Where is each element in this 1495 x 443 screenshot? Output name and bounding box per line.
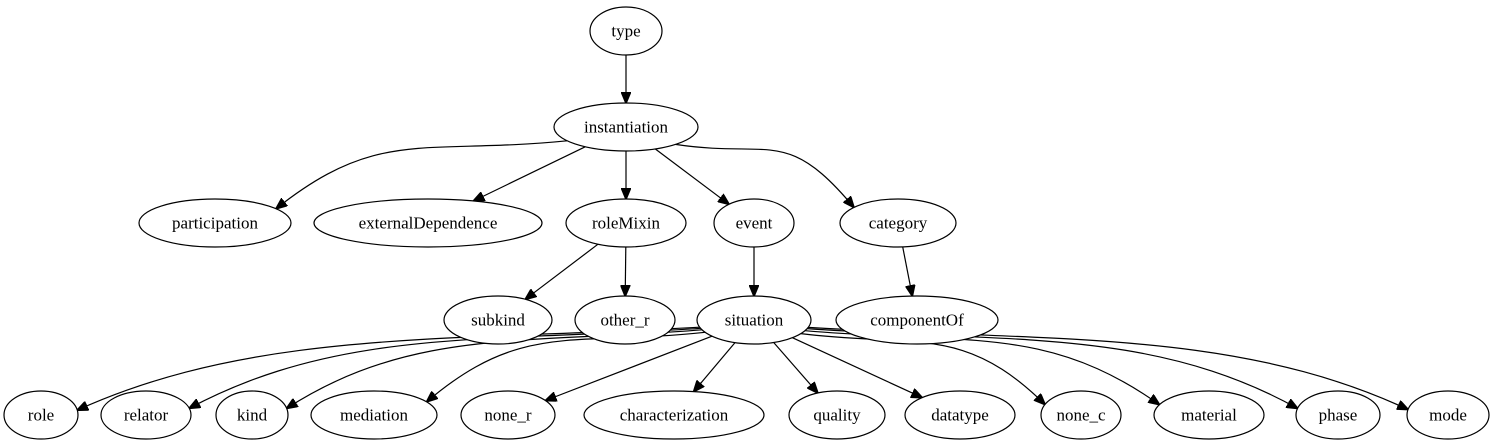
- node-other_r: other_r: [574, 295, 676, 345]
- edge-situation-to-quality: [773, 342, 818, 394]
- node-label: kind: [237, 406, 268, 425]
- node-label: datatype: [931, 406, 989, 425]
- node-label: relator: [124, 406, 169, 425]
- node-ellipse: [1153, 390, 1265, 440]
- node-situation: situation: [696, 295, 812, 345]
- node-componentOf: componentOf: [835, 295, 999, 345]
- node-label: subkind: [471, 311, 525, 330]
- node-ellipse: [565, 198, 687, 248]
- node-characterization: characterization: [583, 390, 765, 440]
- node-label: category: [869, 214, 928, 233]
- node-label: situation: [725, 311, 784, 330]
- node-none_r: none_r: [460, 390, 556, 440]
- node-ellipse: [839, 198, 957, 248]
- node-ellipse: [1040, 390, 1122, 440]
- edge-situation-to-datatype: [792, 337, 922, 398]
- node-participation: participation: [138, 198, 292, 248]
- edge-situation-to-characterization: [694, 342, 736, 392]
- node-mode: mode: [1406, 390, 1490, 440]
- node-quality: quality: [788, 390, 886, 440]
- node-ellipse: [3, 390, 79, 440]
- node-ellipse: [215, 390, 289, 440]
- node-category: category: [839, 198, 957, 248]
- node-ellipse: [904, 390, 1016, 440]
- node-label: quality: [813, 406, 861, 425]
- edge-category-to-componentOf: [902, 246, 913, 296]
- node-label: other_r: [600, 311, 649, 330]
- node-ellipse: [313, 198, 543, 248]
- nodes-layer: type instantiation participation externalDe…: [3, 6, 1490, 440]
- edge-instantiation-to-externalDependence: [473, 146, 586, 201]
- node-none_c: none_c: [1040, 390, 1122, 440]
- edge-instantiation-to-participation: [276, 140, 568, 209]
- node-ellipse: [788, 390, 886, 440]
- edge-roleMixin-to-subkind: [525, 243, 599, 299]
- node-label: phase: [1319, 406, 1358, 425]
- node-ellipse: [443, 295, 553, 345]
- node-ellipse: [460, 390, 556, 440]
- node-ellipse: [574, 295, 676, 345]
- node-datatype: datatype: [904, 390, 1016, 440]
- node-label: type: [611, 22, 640, 41]
- edge-roleMixin-to-other_r: [625, 246, 626, 296]
- node-label: material: [1181, 406, 1237, 425]
- node-label: participation: [172, 214, 258, 233]
- edge-instantiation-to-category: [675, 143, 854, 207]
- node-externalDependence: externalDependence: [313, 198, 543, 248]
- node-subkind: subkind: [443, 295, 553, 345]
- node-ellipse: [138, 198, 292, 248]
- node-ellipse: [310, 390, 438, 440]
- node-ellipse: [713, 198, 795, 248]
- node-event: event: [713, 198, 795, 248]
- node-label: mode: [1429, 406, 1467, 425]
- node-ellipse: [696, 295, 812, 345]
- node-relator: relator: [100, 390, 192, 440]
- node-ellipse: [589, 6, 663, 56]
- node-ellipse: [100, 390, 192, 440]
- edge-situation-to-none_c: [800, 333, 1045, 405]
- node-label: instantiation: [584, 118, 669, 137]
- edge-instantiation-to-event: [654, 148, 729, 204]
- node-material: material: [1153, 390, 1265, 440]
- node-kind: kind: [215, 390, 289, 440]
- node-label: none_c: [1056, 406, 1106, 425]
- node-label: mediation: [340, 406, 408, 425]
- node-ellipse: [553, 102, 699, 152]
- node-ellipse: [835, 295, 999, 345]
- node-label: event: [736, 214, 773, 233]
- node-role: role: [3, 390, 79, 440]
- node-ellipse: [1406, 390, 1490, 440]
- node-ellipse: [1295, 390, 1381, 440]
- node-label: roleMixin: [592, 214, 660, 233]
- node-mediation: mediation: [310, 390, 438, 440]
- node-label: none_r: [484, 406, 532, 425]
- node-label: externalDependence: [359, 214, 498, 233]
- node-roleMixin: roleMixin: [565, 198, 687, 248]
- edge-situation-to-none_r: [546, 335, 713, 400]
- node-phase: phase: [1295, 390, 1381, 440]
- node-type: type: [589, 6, 663, 56]
- node-label: role: [28, 406, 54, 425]
- node-label: characterization: [620, 406, 729, 425]
- node-ellipse: [583, 390, 765, 440]
- node-label: componentOf: [870, 311, 964, 330]
- node-instantiation: instantiation: [553, 102, 699, 152]
